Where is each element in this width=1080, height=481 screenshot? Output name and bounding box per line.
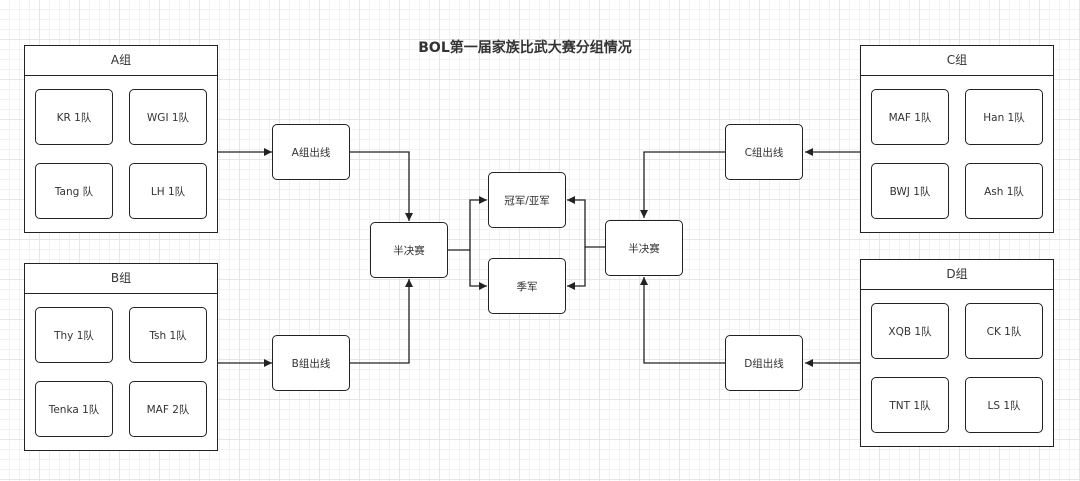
final-node: 冠军/亚军	[488, 172, 566, 228]
qualifier-a-node: A组出线	[272, 124, 350, 180]
group-b-title: B组	[25, 264, 217, 294]
team-b-1: Thy 1队	[35, 307, 113, 363]
team-a-4: LH 1队	[129, 163, 207, 219]
qualifier-c-node: C组出线	[725, 124, 803, 180]
group-a-container: A组 KR 1队 WGI 1队 Tang 队 LH 1队	[24, 45, 218, 233]
arrow-qualifier-d-to-semifinal	[640, 277, 725, 364]
team-b-4: MAF 2队	[129, 381, 207, 437]
semifinal-left-node: 半决赛	[370, 222, 448, 278]
arrow-left-semi-to-third	[469, 250, 487, 290]
team-a-1: KR 1队	[35, 89, 113, 145]
arrow-right-semi-to-final	[567, 196, 605, 248]
arrow-right-semi-to-third	[567, 247, 586, 290]
arrow-qualifier-b-to-semifinal	[350, 279, 413, 364]
arrow-left-semi-to-final	[448, 196, 487, 251]
arrow-qualifier-c-to-semifinal	[640, 151, 725, 218]
team-c-2: Han 1队	[965, 89, 1043, 145]
team-d-1: XQB 1队	[871, 303, 949, 359]
team-d-3: TNT 1队	[871, 377, 949, 433]
arrow-qualifier-a-to-semifinal	[350, 151, 413, 221]
group-d-title: D组	[861, 260, 1053, 290]
group-a-title: A组	[25, 46, 217, 76]
team-d-2: CK 1队	[965, 303, 1043, 359]
semifinal-right-node: 半决赛	[605, 220, 683, 276]
team-a-3: Tang 队	[35, 163, 113, 219]
third-place-node: 季军	[488, 258, 566, 314]
diagram-title: BOL第一届家族比武大赛分组情况	[418, 40, 632, 56]
team-b-3: Tenka 1队	[35, 381, 113, 437]
group-c-title: C组	[861, 46, 1053, 76]
group-c-container: C组 MAF 1队 Han 1队 BWJ 1队 Ash 1队	[860, 45, 1054, 233]
qualifier-b-node: B组出线	[272, 335, 350, 391]
team-c-1: MAF 1队	[871, 89, 949, 145]
group-d-container: D组 XQB 1队 CK 1队 TNT 1队 LS 1队	[860, 259, 1054, 447]
team-d-4: LS 1队	[965, 377, 1043, 433]
group-b-container: B组 Thy 1队 Tsh 1队 Tenka 1队 MAF 2队	[24, 263, 218, 451]
team-c-3: BWJ 1队	[871, 163, 949, 219]
team-a-2: WGI 1队	[129, 89, 207, 145]
team-c-4: Ash 1队	[965, 163, 1043, 219]
qualifier-d-node: D组出线	[725, 335, 803, 391]
team-b-2: Tsh 1队	[129, 307, 207, 363]
